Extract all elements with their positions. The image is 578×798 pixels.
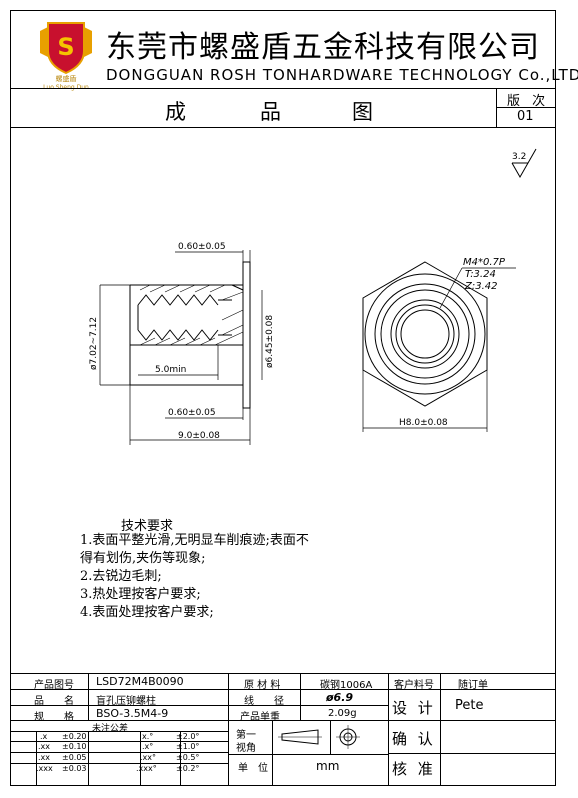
- title-char-3: 图: [352, 100, 373, 124]
- company-name-en: DONGGUAN ROSH TONHARDWARE TECHNOLOGY Co.…: [106, 66, 578, 84]
- dim-body-dia: ø6.45±0.08: [265, 315, 275, 368]
- tol-b-1: ±0.10: [62, 742, 87, 751]
- notes-title: 技术要求: [121, 519, 174, 534]
- design-label: 设 计: [392, 699, 436, 717]
- note-line-4: 3.热处理按客户要求;: [80, 587, 201, 602]
- customer-no: 随订单: [458, 680, 488, 691]
- logo-caption-en: Luo Sheng Dun: [43, 84, 89, 91]
- roughness-value: 3.2: [512, 152, 526, 162]
- tolerance-title: 未注公差: [92, 724, 129, 734]
- weight-label: 产品单重: [240, 712, 280, 723]
- part-no-label: 产品图号: [34, 680, 74, 691]
- tol-b-0: ±0.20: [62, 732, 87, 741]
- version-label: 版 次: [507, 94, 550, 109]
- verify-label: 核 准: [392, 760, 436, 778]
- material: 碳钢1006A: [320, 680, 373, 691]
- logo-letter: S: [57, 33, 74, 61]
- tol-b-2: ±0.05: [62, 753, 87, 762]
- thread-z: Z:3.42: [464, 281, 498, 292]
- unit-label: 单 位: [238, 763, 268, 774]
- wire: ø6.9: [326, 691, 354, 704]
- projection-symbol-icon: [278, 725, 360, 749]
- tol-c-1: .x°: [142, 742, 154, 751]
- tol-c-2: .xx°: [140, 753, 157, 762]
- version-value: 01: [517, 109, 534, 124]
- thread-spec: M4*0.7P: [463, 257, 506, 268]
- logo-shield-icon: S 螺盛盾 Luo Sheng Dun: [40, 22, 92, 91]
- weight: 2.09g: [328, 708, 357, 719]
- thread-t: T:3.24: [465, 269, 496, 280]
- dim-hex: H8.0±0.08: [399, 418, 448, 428]
- material-label: 原 材 料: [244, 680, 281, 691]
- company-logo: S 螺盛盾 Luo Sheng Dun: [34, 17, 98, 91]
- tol-a-2: .xx: [38, 753, 51, 762]
- note-line-1: 1.表面平整光滑,无明显车削痕迹;表面不: [80, 533, 309, 548]
- tol-d-3: ±0.2°: [176, 764, 200, 773]
- spec-label: 规 格: [34, 712, 74, 723]
- tol-a-3: .xxx: [36, 764, 53, 773]
- unit: mm: [316, 759, 340, 773]
- title-char-1: 成: [165, 100, 186, 124]
- dim-flange-bottom: 0.60±0.05: [168, 408, 216, 418]
- logo-caption-cn: 螺盛盾: [56, 74, 77, 83]
- company-name-cn: 东莞市螺盛盾五金科技有限公司: [106, 30, 540, 65]
- tol-d-1: ±1.0°: [176, 742, 200, 751]
- tol-c-3: .xxx°: [136, 764, 157, 773]
- customer-no-label: 客户料号: [394, 680, 434, 691]
- tol-b-3: ±0.03: [62, 764, 87, 773]
- part-name: 盲孔压铆螺柱: [96, 696, 156, 707]
- tol-a-0: .x: [40, 732, 48, 741]
- dim-thread-min: 5.0min: [155, 365, 186, 375]
- hex-view: [362, 261, 516, 432]
- dim-outer-dia: ø7.02~7.12: [89, 317, 99, 370]
- title-char-2: 品: [260, 100, 281, 124]
- name-label: 品 名: [34, 696, 74, 707]
- view-label-2: 视角: [236, 743, 256, 754]
- part-drawing: 3.2: [89, 148, 537, 445]
- confirm-label: 确 认: [392, 730, 436, 748]
- title-bottom-rule: [10, 127, 556, 128]
- dim-total-length: 9.0±0.08: [178, 431, 220, 441]
- note-line-5: 4.表面处理按客户要求;: [80, 605, 214, 620]
- wire-label: 线 径: [244, 696, 284, 707]
- tol-c-0: x.°: [142, 732, 154, 741]
- tol-a-1: .xx: [38, 742, 51, 751]
- drawing-frame: [10, 10, 556, 786]
- tol-d-0: ±2.0°: [176, 732, 200, 741]
- title-top-rule: [10, 88, 556, 89]
- part-spec: BSO-3.5M4-9: [96, 707, 169, 720]
- designer: Pete: [455, 698, 484, 713]
- tol-d-2: ±0.5°: [176, 753, 200, 762]
- version-mid-rule: [496, 107, 556, 108]
- dim-flange-top: 0.60±0.05: [178, 242, 226, 252]
- note-line-3: 2.去锐边毛刺;: [80, 569, 162, 584]
- section-view: [99, 250, 263, 445]
- roughness-symbol-icon: [511, 148, 537, 179]
- view-label-1: 第一: [236, 730, 256, 741]
- part-no: LSD72M4B0090: [96, 675, 184, 688]
- note-line-2: 得有划伤,夹伤等现象;: [80, 551, 206, 566]
